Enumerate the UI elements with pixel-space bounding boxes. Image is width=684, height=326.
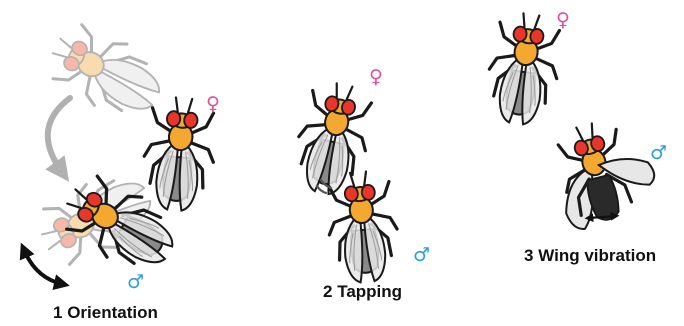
male-fly-panel3 [545,111,663,232]
step-name: Orientation [67,303,158,322]
turn-arrow [24,250,62,284]
male-symbol-panel1: ♂ [127,273,144,292]
female-symbol-panel3: ♀ [556,11,570,30]
ghost-fly-top [40,15,172,129]
step-name: Tapping [337,282,402,301]
step-name: Wing vibration [538,246,656,265]
panel-orientation [24,15,219,284]
step-number: 3 [524,246,533,265]
step-number: 1 [53,303,62,322]
female-symbol-panel2: ♀ [369,68,383,87]
rotation-path-arrow [48,98,70,172]
step-label-tapping: 2 Tapping [323,282,402,302]
panel-wing-vibration [482,10,663,233]
female-symbol-panel1: ♀ [206,95,220,114]
step-number: 2 [323,282,332,301]
panel-tapping [288,78,401,285]
female-fly-panel3 [482,10,565,128]
male-symbol-panel2: ♂ [413,246,430,265]
male-symbol-panel3: ♂ [650,144,667,163]
step-label-wing-vibration: 3 Wing vibration [524,246,656,266]
step-label-orientation: 1 Orientation [53,303,158,323]
